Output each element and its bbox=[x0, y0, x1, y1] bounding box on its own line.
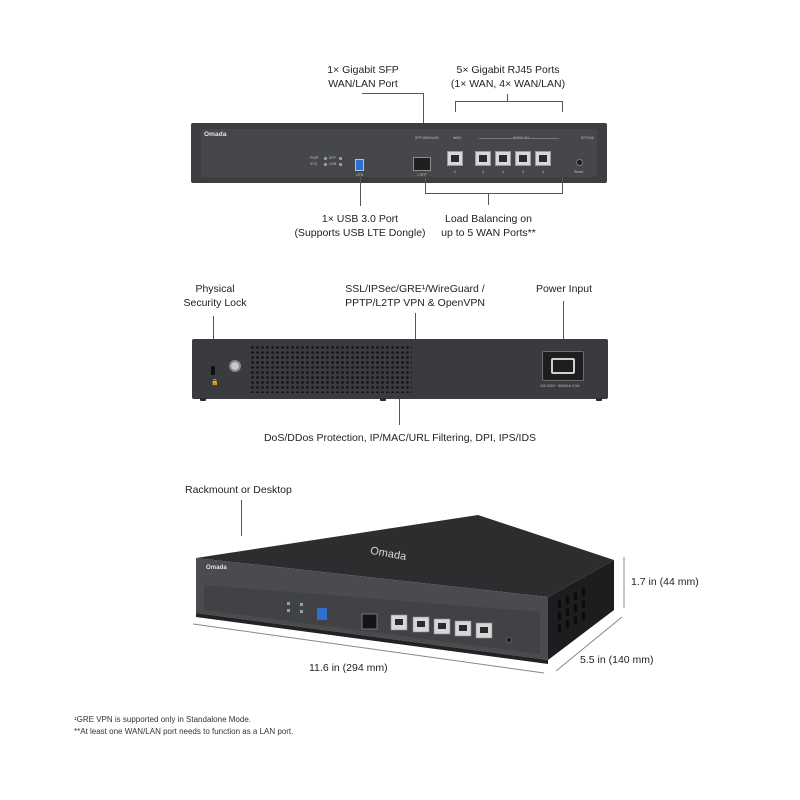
callout-mount: Rackmount or Desktop bbox=[185, 483, 300, 497]
rubber-foot bbox=[200, 398, 206, 401]
callout-lock-line1: Physical bbox=[195, 283, 235, 295]
led-label-pwr: PWR bbox=[310, 156, 319, 160]
callout-lock-line2: Security Lock bbox=[183, 297, 247, 309]
sfp-header-label: SFP WAN/LAN bbox=[415, 136, 439, 140]
front-panel-face bbox=[201, 129, 597, 177]
callout-usb-line2: (Supports USB LTE Dongle) bbox=[294, 227, 426, 239]
perspective-reset bbox=[506, 637, 512, 643]
callout-power-line1: Power Input bbox=[535, 283, 593, 295]
port-number: 6 bbox=[542, 170, 544, 174]
power-rating: 100-240V~ 50/60Hz 0.5A bbox=[540, 384, 580, 388]
wanlan-group-line bbox=[479, 138, 559, 139]
omada-logo: Omada bbox=[204, 131, 227, 138]
rj45-port-4[interactable] bbox=[515, 151, 531, 166]
callout-mount-line1: Rackmount or Desktop bbox=[185, 484, 292, 496]
port-number: 3 bbox=[482, 170, 484, 174]
callout-security-line1: DoS/DDos Protection, IP/MAC/URL Filterin… bbox=[263, 432, 537, 444]
led-label-usb: USB bbox=[329, 162, 337, 166]
ground-screw-icon bbox=[229, 360, 241, 372]
callout-load-balancing: Load Balancing on up to 5 WAN Ports** bbox=[426, 212, 551, 240]
callout-vpn: SSL/IPSec/GRE¹/WireGuard / PPTP/L2TP VPN… bbox=[330, 282, 500, 310]
callout-sfp-line2: WAN/LAN Port bbox=[328, 78, 398, 90]
reset-label: Reset bbox=[574, 170, 584, 174]
port-number: 4 bbox=[502, 170, 504, 174]
leader-security bbox=[399, 399, 400, 425]
leader-load-balancing-stem bbox=[488, 193, 489, 205]
rj45-port-2[interactable] bbox=[475, 151, 491, 166]
leader-rj45-stem bbox=[507, 94, 508, 101]
front-panel: Omada PWR SYS SFP USB USB SFP WAN/LAN 1 … bbox=[191, 123, 607, 183]
leader-rj45 bbox=[455, 101, 563, 112]
callout-rj45-line2: (1× WAN, 4× WAN/LAN) bbox=[450, 78, 566, 90]
dim-height: 1.7 in (44 mm) bbox=[631, 576, 699, 588]
perspective-leds bbox=[287, 602, 303, 613]
perspective-usb-port bbox=[317, 608, 327, 620]
rubber-foot bbox=[380, 398, 386, 401]
leader-sfp bbox=[362, 93, 424, 152]
rj45-port-wan[interactable] bbox=[447, 151, 463, 166]
lock-icon: 🔒 bbox=[211, 380, 219, 386]
callout-sfp: 1× Gigabit SFP WAN/LAN Port bbox=[318, 63, 408, 91]
model-label: ER7406 bbox=[581, 136, 594, 140]
callout-rj45-line1: 5× Gigabit RJ45 Ports bbox=[456, 64, 560, 76]
sfp-port-label: 1 SFP bbox=[417, 173, 427, 177]
rear-panel: 🔒 100-240V~ 50/60Hz 0.5A bbox=[192, 339, 608, 399]
dim-depth: 5.5 in (140 mm) bbox=[580, 654, 654, 666]
dim-line-depth bbox=[555, 616, 623, 672]
usb-port[interactable] bbox=[355, 159, 364, 171]
dim-line-width bbox=[192, 623, 545, 674]
callout-rj45: 5× Gigabit RJ45 Ports (1× WAN, 4× WAN/LA… bbox=[443, 63, 573, 91]
device-side bbox=[548, 560, 614, 660]
led-sys bbox=[324, 163, 327, 166]
led-usb bbox=[339, 163, 342, 166]
callout-load-balancing-line1: Load Balancing on bbox=[445, 213, 532, 225]
callout-vpn-line1: SSL/IPSec/GRE¹/WireGuard / bbox=[345, 283, 485, 295]
sfp-port[interactable] bbox=[413, 157, 431, 171]
leader-load-balancing bbox=[425, 177, 563, 194]
callout-security: DoS/DDos Protection, IP/MAC/URL Filterin… bbox=[240, 431, 560, 445]
wan-label: WAN bbox=[453, 136, 462, 140]
kensington-lock-slot[interactable] bbox=[211, 366, 215, 375]
callout-lock: Physical Security Lock bbox=[172, 282, 258, 310]
led-label-sys: SYS bbox=[310, 162, 318, 166]
callout-usb-line1: 1× USB 3.0 Port bbox=[321, 213, 399, 225]
port-number: 5 bbox=[522, 170, 524, 174]
port-number: 2 bbox=[454, 170, 456, 174]
leader-power bbox=[563, 301, 564, 352]
rubber-foot bbox=[596, 398, 602, 401]
led-pwr bbox=[324, 157, 327, 160]
led-sfp bbox=[339, 157, 342, 160]
perspective-sfp-port bbox=[361, 613, 378, 630]
leader-mount bbox=[241, 500, 242, 536]
leader-usb bbox=[360, 172, 361, 206]
callout-sfp-line1: 1× Gigabit SFP bbox=[327, 64, 399, 76]
footnote-gre: ¹GRE VPN is supported only in Standalone… bbox=[74, 715, 251, 724]
led-label-sfp: SFP bbox=[329, 156, 336, 160]
callout-vpn-line2: PPTP/L2TP VPN & OpenVPN bbox=[345, 297, 485, 309]
callout-load-balancing-line2: up to 5 WAN Ports** bbox=[441, 227, 536, 239]
power-inlet[interactable] bbox=[542, 351, 584, 381]
device-top bbox=[196, 515, 614, 597]
dim-width: 11.6 in (294 mm) bbox=[309, 662, 388, 674]
perspective-front-logo: Omada bbox=[206, 565, 227, 571]
rj45-port-3[interactable] bbox=[495, 151, 511, 166]
callout-usb: 1× USB 3.0 Port (Supports USB LTE Dongle… bbox=[285, 212, 435, 240]
callout-power: Power Input bbox=[527, 282, 601, 296]
reset-button[interactable] bbox=[576, 159, 583, 166]
rj45-port-5[interactable] bbox=[535, 151, 551, 166]
device-base bbox=[196, 613, 548, 664]
leader-vpn bbox=[415, 313, 416, 343]
vent-grille bbox=[250, 345, 412, 393]
footnote-wanlan: **At least one WAN/LAN port needs to fun… bbox=[74, 727, 294, 736]
side-vents bbox=[558, 588, 585, 632]
usb-label: USB bbox=[356, 173, 364, 177]
